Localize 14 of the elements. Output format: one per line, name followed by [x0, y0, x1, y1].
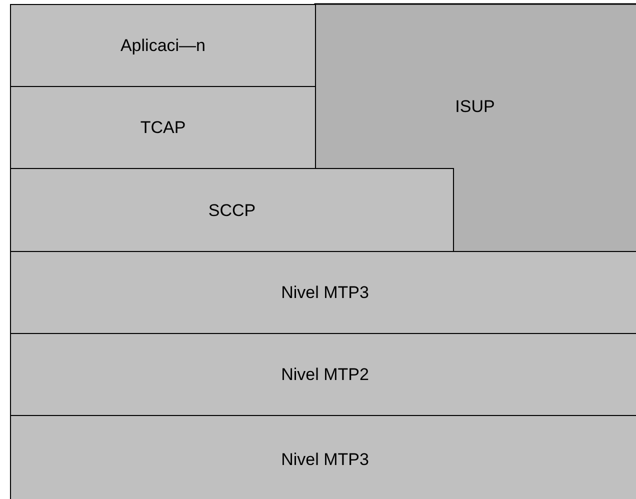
layer-label: SCCP — [208, 200, 256, 220]
layer-label: Nivel MTP3 — [281, 450, 369, 470]
layer-label: Nivel MTP3 — [281, 283, 369, 303]
protocol-layer — [10, 168, 454, 253]
protocol-layer — [10, 415, 636, 499]
protocol-layer — [10, 4, 316, 88]
protocol-layer — [10, 86, 316, 170]
layer-label: TCAP — [140, 118, 186, 138]
protocol-layer — [10, 333, 636, 417]
layer-label: ISUP — [455, 97, 495, 117]
protocol-layer — [10, 251, 636, 335]
layer-label: Aplicaci—n — [120, 36, 206, 56]
layer-label: Nivel MTP2 — [281, 365, 369, 385]
protocol-layer — [315, 4, 636, 253]
